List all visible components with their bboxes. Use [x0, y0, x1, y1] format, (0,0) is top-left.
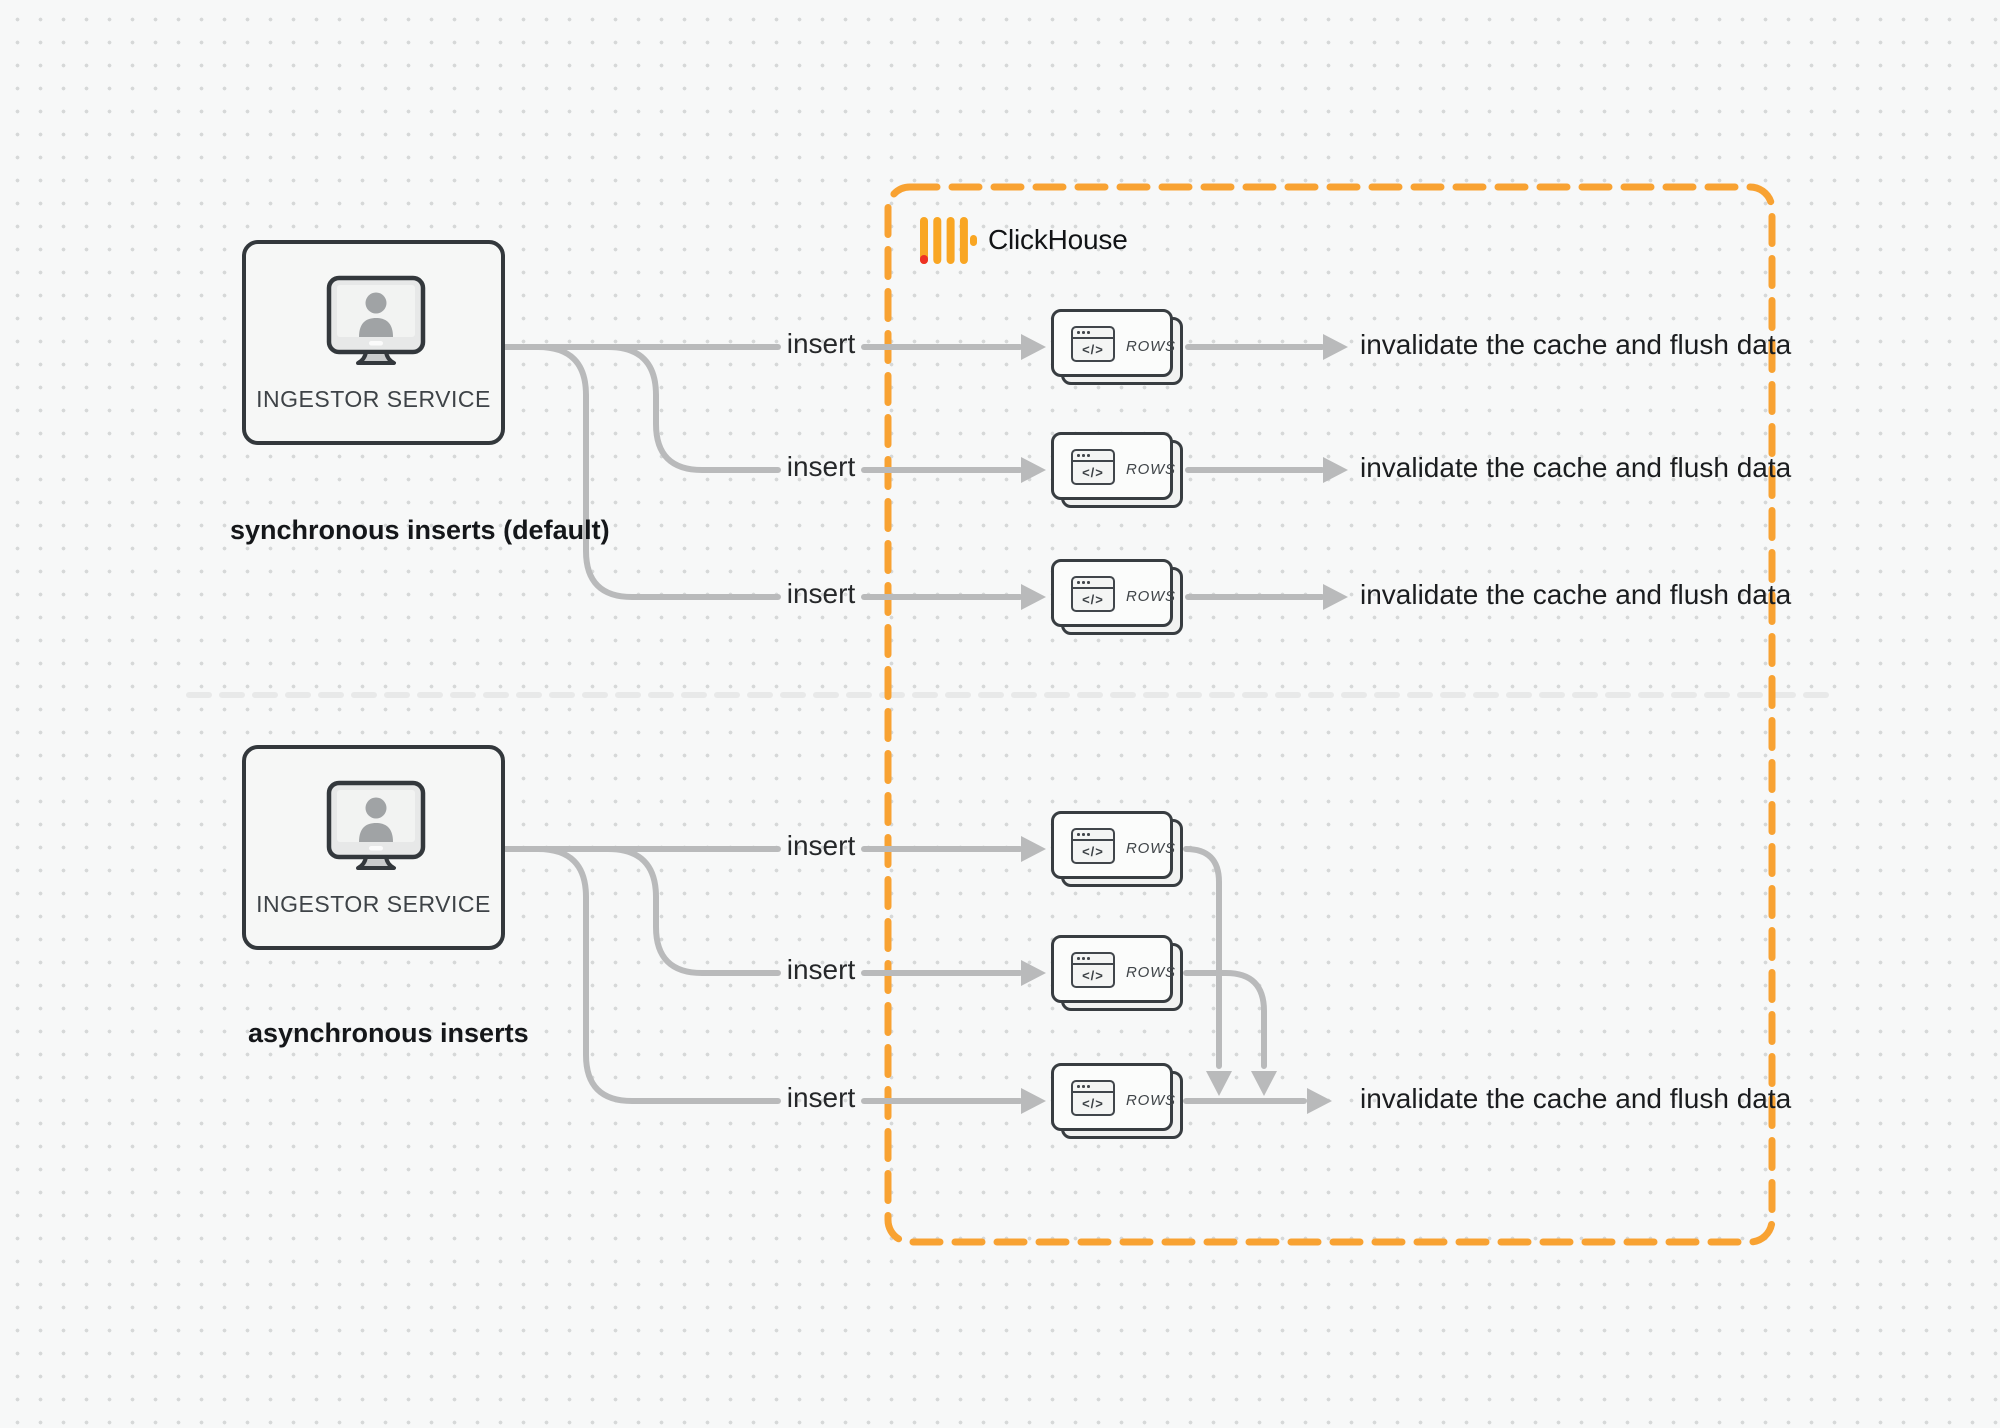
code-glyph: </> — [1082, 968, 1104, 983]
code-window-icon: </> — [1071, 952, 1115, 988]
rows-node-label: ROWS — [1126, 337, 1176, 355]
rows-card-front: </> ROWS — [1051, 559, 1176, 627]
rows-card-front: </> ROWS — [1051, 1063, 1176, 1131]
code-window-icon: </> — [1071, 828, 1115, 864]
window-titlebar — [1073, 830, 1113, 841]
result-label: invalidate the cache and flush data — [1360, 1083, 1792, 1114]
window-titlebar — [1073, 328, 1113, 339]
rows-node: </> ROWS — [1051, 432, 1185, 510]
rows-node: </> ROWS — [1051, 811, 1185, 889]
rows-card-front: </> ROWS — [1051, 309, 1176, 377]
result-label: invalidate the cache and flush data — [1360, 329, 1792, 360]
sync-caption: synchronous inserts (default) — [230, 515, 610, 545]
insert-label: insert — [786, 451, 856, 482]
rows-node-label: ROWS — [1126, 587, 1176, 605]
rows-node: </> ROWS — [1051, 935, 1185, 1013]
code-glyph: </> — [1082, 1096, 1104, 1111]
ingestor-service-box-async: INGESTOR SERVICE — [242, 745, 505, 950]
code-window-icon: </> — [1071, 326, 1115, 362]
rows-card-front: </> ROWS — [1051, 432, 1176, 500]
rows-node: </> ROWS — [1051, 309, 1185, 387]
rows-card-front: </> ROWS — [1051, 811, 1176, 879]
code-glyph: </> — [1082, 465, 1104, 480]
result-label: invalidate the cache and flush data — [1360, 452, 1792, 483]
ingestor-service-label-async: INGESTOR SERVICE — [256, 891, 491, 917]
code-window-icon: </> — [1071, 1080, 1115, 1116]
rows-node-label: ROWS — [1126, 839, 1176, 857]
result-label: invalidate the cache and flush data — [1360, 579, 1792, 610]
window-titlebar — [1073, 1082, 1113, 1093]
ingestor-service-label-sync: INGESTOR SERVICE — [256, 386, 491, 412]
insert-label: insert — [786, 954, 856, 985]
monitor-user-icon — [326, 780, 426, 870]
window-titlebar — [1073, 954, 1113, 965]
rows-node: </> ROWS — [1051, 1063, 1185, 1141]
ingestor-service-box-sync: INGESTOR SERVICE — [242, 240, 505, 445]
clickhouse-logo-icon — [920, 217, 977, 264]
insert-label: insert — [786, 578, 856, 609]
code-glyph: </> — [1082, 592, 1104, 607]
monitor-user-icon — [326, 275, 426, 365]
window-titlebar — [1073, 451, 1113, 462]
rows-card-front: </> ROWS — [1051, 935, 1176, 1003]
insert-label: insert — [786, 328, 856, 359]
rows-node: </> ROWS — [1051, 559, 1185, 637]
rows-node-label: ROWS — [1126, 460, 1176, 478]
insert-label: insert — [786, 830, 856, 861]
async-caption: asynchronous inserts — [248, 1018, 529, 1048]
code-window-icon: </> — [1071, 449, 1115, 485]
window-titlebar — [1073, 578, 1113, 589]
code-glyph: </> — [1082, 342, 1104, 357]
clickhouse-wordmark: ClickHouse — [988, 224, 1128, 255]
rows-node-label: ROWS — [1126, 963, 1176, 981]
code-glyph: </> — [1082, 844, 1104, 859]
insert-label: insert — [786, 1082, 856, 1113]
rows-node-label: ROWS — [1126, 1091, 1176, 1109]
code-window-icon: </> — [1071, 576, 1115, 612]
